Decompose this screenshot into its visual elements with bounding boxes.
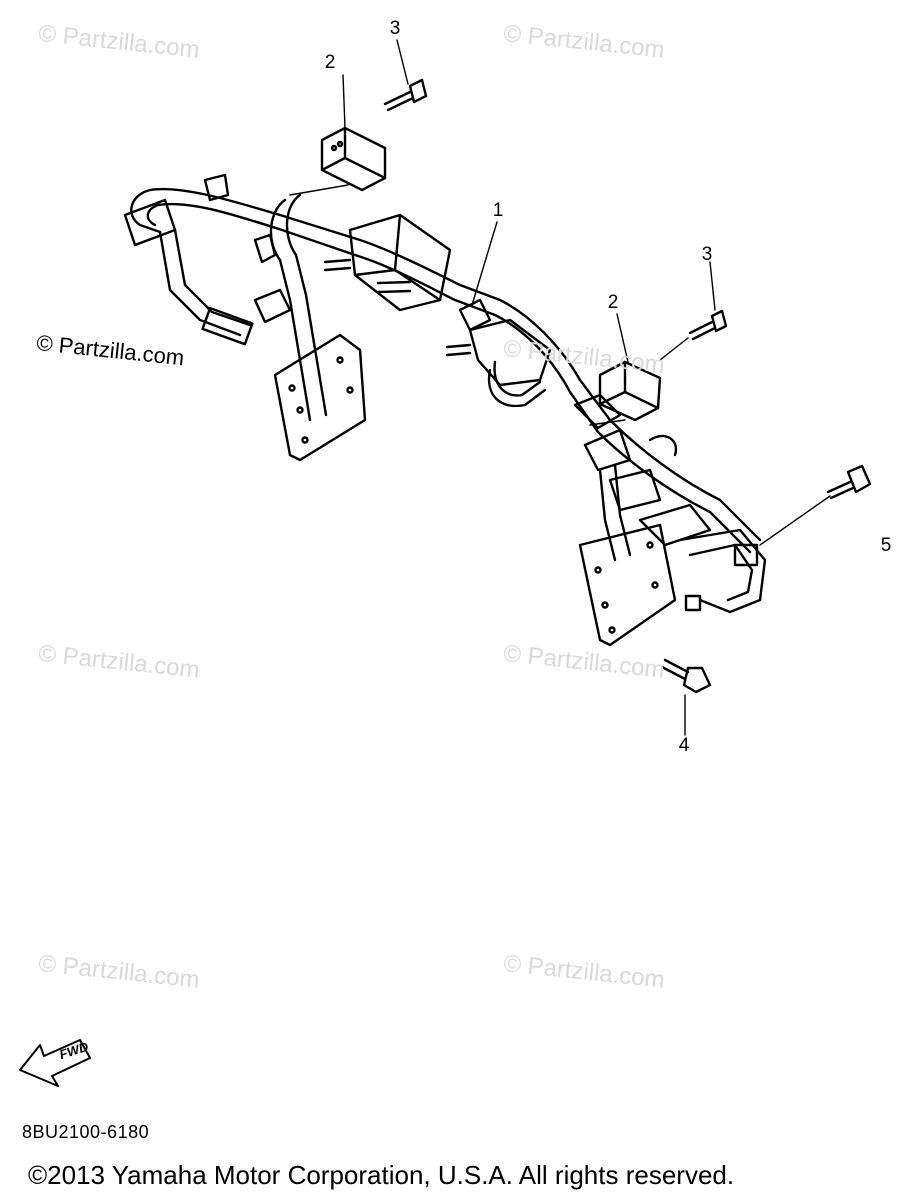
bolt-4: [660, 658, 712, 694]
leader-2-right: [616, 313, 629, 363]
callout-part-4: 4: [678, 735, 690, 756]
fwd-arrow: [19, 1039, 91, 1087]
leader-2-right-lower: [589, 419, 626, 426]
damper-block-right: [598, 360, 662, 422]
leader-2-left: [342, 74, 346, 129]
copyright-notice: ©2013 Yamaha Motor Corporation, U.S.A. A…: [28, 1160, 735, 1190]
leader-3-left: [396, 39, 409, 85]
leader-3-right-lower: [659, 337, 689, 361]
bolt-left: [383, 78, 428, 112]
diagram-code: 8BU2100-6180: [22, 1122, 150, 1142]
callout-part-3-right: 3: [701, 244, 713, 265]
frame-assembly: [123, 173, 767, 647]
callout-part-2-left: 2: [324, 52, 336, 73]
callout-part-1: 1: [492, 200, 504, 221]
bolt-right: [688, 309, 728, 341]
callout-part-5: 5: [880, 535, 892, 556]
leader-1: [471, 221, 498, 306]
leader-2-left-lower: [289, 184, 349, 196]
callout-part-2-right: 2: [607, 292, 619, 313]
leader-3-right: [709, 261, 716, 311]
bolt-5: [826, 464, 872, 500]
callout-part-3-left: 3: [389, 18, 401, 39]
leader-5: [759, 495, 831, 546]
damper-block-left: [320, 126, 387, 192]
